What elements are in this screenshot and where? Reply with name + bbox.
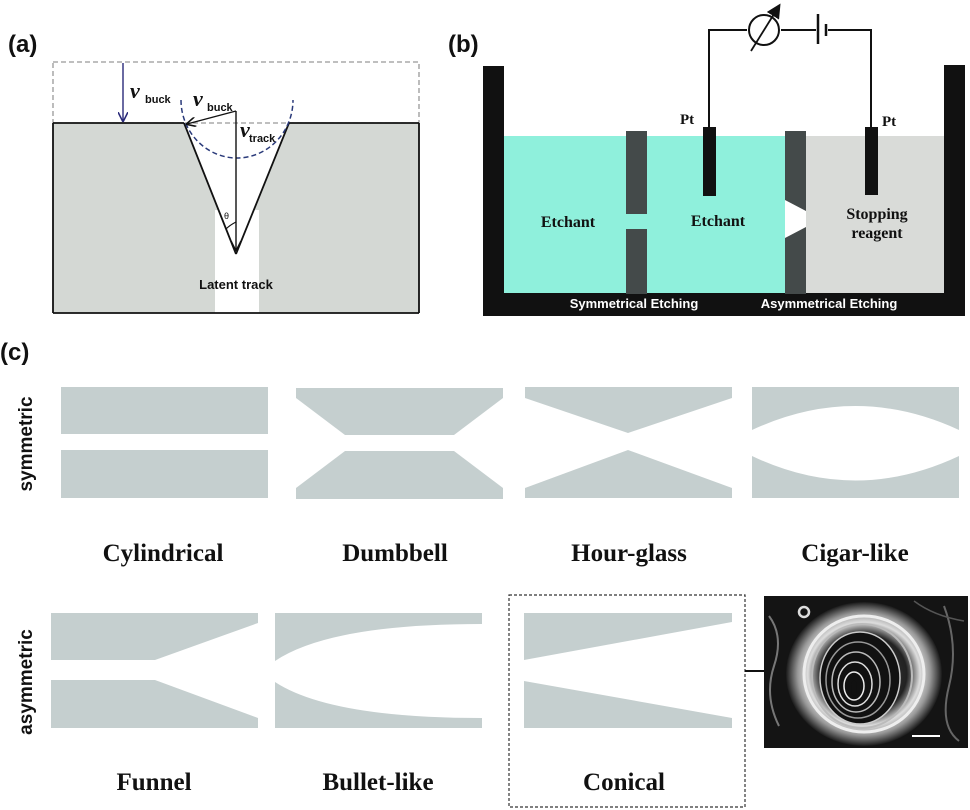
cone-wall-right xyxy=(235,122,290,255)
stopping-reagent-label-line1: Stopping xyxy=(846,206,907,223)
panel-b: (b) Pt Pt Etchant Etchant Stopping reage… xyxy=(448,3,965,316)
membrane xyxy=(53,123,419,313)
conical-highlight-box xyxy=(508,594,746,808)
label-hour-glass: Hour-glass xyxy=(571,540,687,567)
pt-electrode-left xyxy=(703,127,716,196)
v-buck-sub-left: buck xyxy=(145,94,172,106)
pt-electrode-right xyxy=(865,127,878,195)
v-track-symbol: v xyxy=(240,117,250,142)
pt-label-right: Pt xyxy=(882,114,896,130)
label-dumbbell: Dumbbell xyxy=(342,540,448,567)
theta-arc xyxy=(225,221,237,230)
sem-image xyxy=(764,596,968,748)
vessel-wall-left xyxy=(483,66,504,316)
row-label-asymmetric: asymmetric xyxy=(16,629,37,735)
etchant-label-left: Etchant xyxy=(541,214,596,231)
cone-wall-left xyxy=(183,122,237,255)
shape-dumbbell xyxy=(296,388,503,499)
v-buck-arrow-inner xyxy=(187,110,237,124)
sem-micrograph xyxy=(764,596,968,748)
v-buck-symbol-inner: v xyxy=(193,86,203,111)
label-cylindrical: Cylindrical xyxy=(103,540,224,567)
theta-label: θ xyxy=(224,211,229,221)
etchant-label-middle: Etchant xyxy=(691,213,746,230)
v-track-sub: track xyxy=(249,133,276,145)
wire-right xyxy=(828,29,872,127)
row-label-symmetric: symmetric xyxy=(16,396,37,491)
panel-c-label: (c) xyxy=(0,339,29,366)
wire-left xyxy=(708,29,747,127)
label-cigar-like: Cigar-like xyxy=(801,540,908,567)
v-buck-sub-inner: buck xyxy=(207,102,234,114)
label-bullet-like: Bullet-like xyxy=(322,769,433,796)
vessel-wall-right xyxy=(944,65,965,316)
label-conical: Conical xyxy=(583,769,665,796)
panel-a-label: (a) xyxy=(8,31,37,58)
shape-hour-glass xyxy=(525,387,732,498)
shape-conical xyxy=(524,613,732,728)
symmetrical-etching-label: Symmetrical Etching xyxy=(570,296,699,311)
panel-c: (c) symmetric asymmetric Cylindrical Dum… xyxy=(0,339,959,808)
membrane-asymmetric-bottom xyxy=(785,227,806,294)
membrane-asymmetric-top xyxy=(785,131,806,211)
stopping-reagent-label-line2: reagent xyxy=(851,225,903,242)
pt-label-left: Pt xyxy=(680,112,694,128)
shape-funnel xyxy=(51,613,258,728)
membrane-symmetric-bottom xyxy=(626,229,647,294)
vessel-bottom xyxy=(483,293,965,316)
label-funnel: Funnel xyxy=(116,769,191,796)
v-buck-symbol-left: v xyxy=(130,78,140,103)
asymmetrical-etching-label: Asymmetrical Etching xyxy=(761,296,898,311)
latent-track-label: Latent track xyxy=(199,277,273,292)
shape-cylindrical xyxy=(61,387,268,498)
panel-b-label: (b) xyxy=(448,31,479,58)
panel-a: (a) v buck v buck v track θ Latent track xyxy=(8,31,420,314)
shape-cigar-like xyxy=(752,387,959,498)
shape-bullet-like xyxy=(275,613,482,728)
membrane-symmetric-top xyxy=(626,131,647,214)
